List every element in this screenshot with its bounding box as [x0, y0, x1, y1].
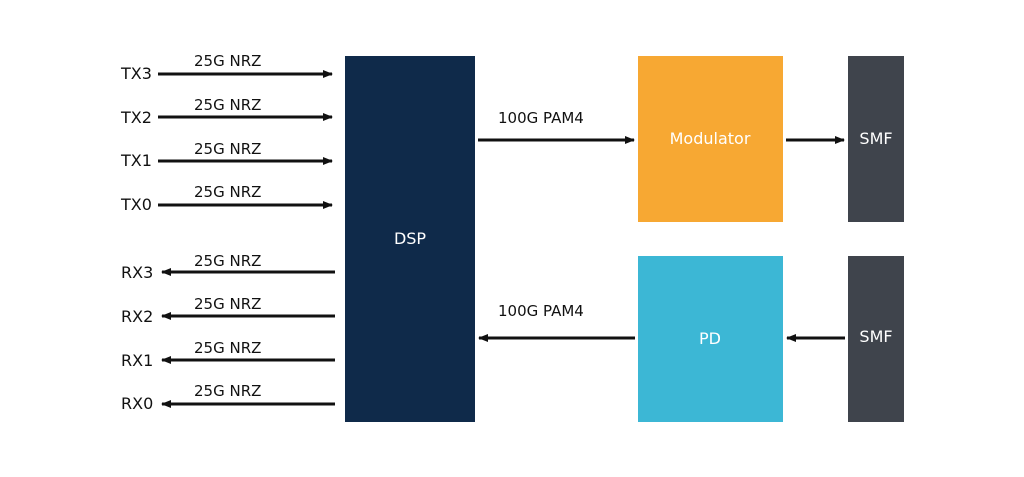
- modulator-label: Modulator: [670, 129, 751, 148]
- tx-main-link-label: 100G PAM4: [498, 109, 584, 127]
- smf-rx-label: SMF: [859, 327, 892, 346]
- rx-port-rx0: RX0 25G NRZ: [121, 382, 335, 413]
- smf-tx-label: SMF: [859, 129, 892, 148]
- smf-tx-block: [848, 56, 904, 222]
- tx-port-tx2: TX2 25G NRZ: [120, 96, 333, 127]
- rx-port-rx2: RX2 25G NRZ: [121, 295, 335, 326]
- rx-port-name: RX0: [121, 394, 153, 413]
- modulator-block: [638, 56, 783, 222]
- rx-main-link-label: 100G PAM4: [498, 302, 584, 320]
- tx-port-name: TX1: [120, 151, 152, 170]
- pd-block: [638, 256, 783, 422]
- tx-port-name: TX3: [120, 64, 152, 83]
- tx-port-rate: 25G NRZ: [194, 96, 261, 114]
- rx-port-name: RX3: [121, 263, 153, 282]
- rx-port-rate: 25G NRZ: [194, 339, 261, 357]
- smf-rx-block: [848, 256, 904, 422]
- dsp-label: DSP: [394, 229, 426, 248]
- dsp-block: [345, 56, 475, 422]
- tx-port-rate: 25G NRZ: [194, 183, 261, 201]
- rx-port-name: RX1: [121, 351, 153, 370]
- rx-port-rx1: RX1 25G NRZ: [121, 339, 335, 370]
- tx-port-name: TX0: [120, 195, 152, 214]
- rx-port-rate: 25G NRZ: [194, 295, 261, 313]
- rx-port-rate: 25G NRZ: [194, 252, 261, 270]
- rx-port-name: RX2: [121, 307, 153, 326]
- rx-port-rate: 25G NRZ: [194, 382, 261, 400]
- tx-port-tx1: TX1 25G NRZ: [120, 140, 333, 170]
- pd-label: PD: [699, 329, 721, 348]
- tx-port-rate: 25G NRZ: [194, 140, 261, 158]
- rx-port-rx3: RX3 25G NRZ: [121, 252, 335, 282]
- tx-port-name: TX2: [120, 108, 152, 127]
- tx-port-rate: 25G NRZ: [194, 52, 261, 70]
- tx-port-tx0: TX0 25G NRZ: [120, 183, 333, 214]
- tx-port-tx3: TX3 25G NRZ: [120, 52, 333, 83]
